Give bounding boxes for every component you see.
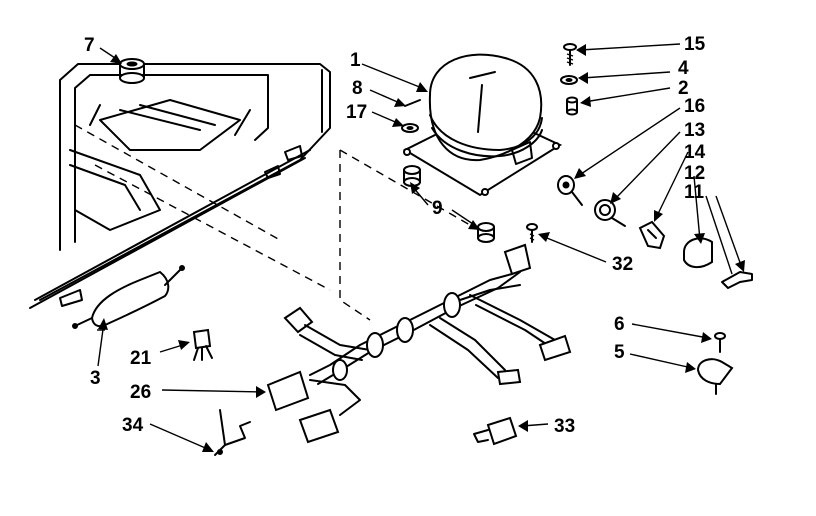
clip-8	[404, 99, 421, 107]
screw-6	[714, 332, 726, 353]
spacer-2	[566, 96, 578, 116]
callout-2: 2	[678, 78, 689, 99]
callout-13: 13	[684, 120, 705, 141]
terminal-16	[557, 175, 583, 206]
grommet-9b	[477, 222, 495, 243]
washer-17	[401, 123, 419, 133]
compressor-1	[402, 53, 563, 197]
screw-15	[563, 43, 577, 66]
grommet-9a	[403, 165, 421, 187]
callout-1: 1	[350, 50, 361, 71]
callout-6: 6	[614, 314, 625, 335]
callout-labels: 7 1 8 17 9 15 4 2 16 13 14 12 11 32 6 5 …	[84, 34, 706, 437]
callout-8: 8	[352, 78, 363, 99]
bracket-34	[214, 409, 251, 456]
callout-7: 7	[84, 35, 95, 56]
callout-15: 15	[684, 34, 706, 55]
callout-9: 9	[432, 198, 443, 219]
hidden-line	[74, 124, 281, 241]
leader-lines	[97, 43, 745, 452]
callout-14: 14	[684, 142, 706, 163]
screw-32	[526, 223, 538, 243]
callout-34: 34	[122, 415, 144, 436]
clip-14	[638, 220, 666, 250]
relay-13	[594, 199, 626, 227]
cabinet-outline	[29, 63, 331, 309]
wiring-harness-26	[266, 243, 572, 444]
callout-5: 5	[614, 342, 625, 363]
callout-4: 4	[678, 58, 689, 79]
cover-12	[683, 237, 713, 268]
grommet-7	[119, 58, 145, 84]
callout-12: 12	[684, 163, 705, 184]
callout-17: 17	[346, 102, 367, 123]
washer-4	[560, 75, 578, 85]
callout-26: 26	[130, 382, 151, 403]
bracket-11	[721, 271, 753, 289]
callout-32: 32	[612, 254, 633, 275]
hidden-line	[339, 150, 371, 321]
callout-11: 11	[684, 182, 705, 203]
callout-33: 33	[554, 416, 575, 437]
hidden-line	[94, 149, 471, 291]
connector-33	[473, 416, 518, 446]
callout-21: 21	[130, 348, 152, 369]
callout-16: 16	[684, 96, 705, 117]
clamp-5	[696, 358, 734, 395]
wire-nut-21	[192, 328, 213, 361]
callout-3: 3	[90, 368, 101, 389]
